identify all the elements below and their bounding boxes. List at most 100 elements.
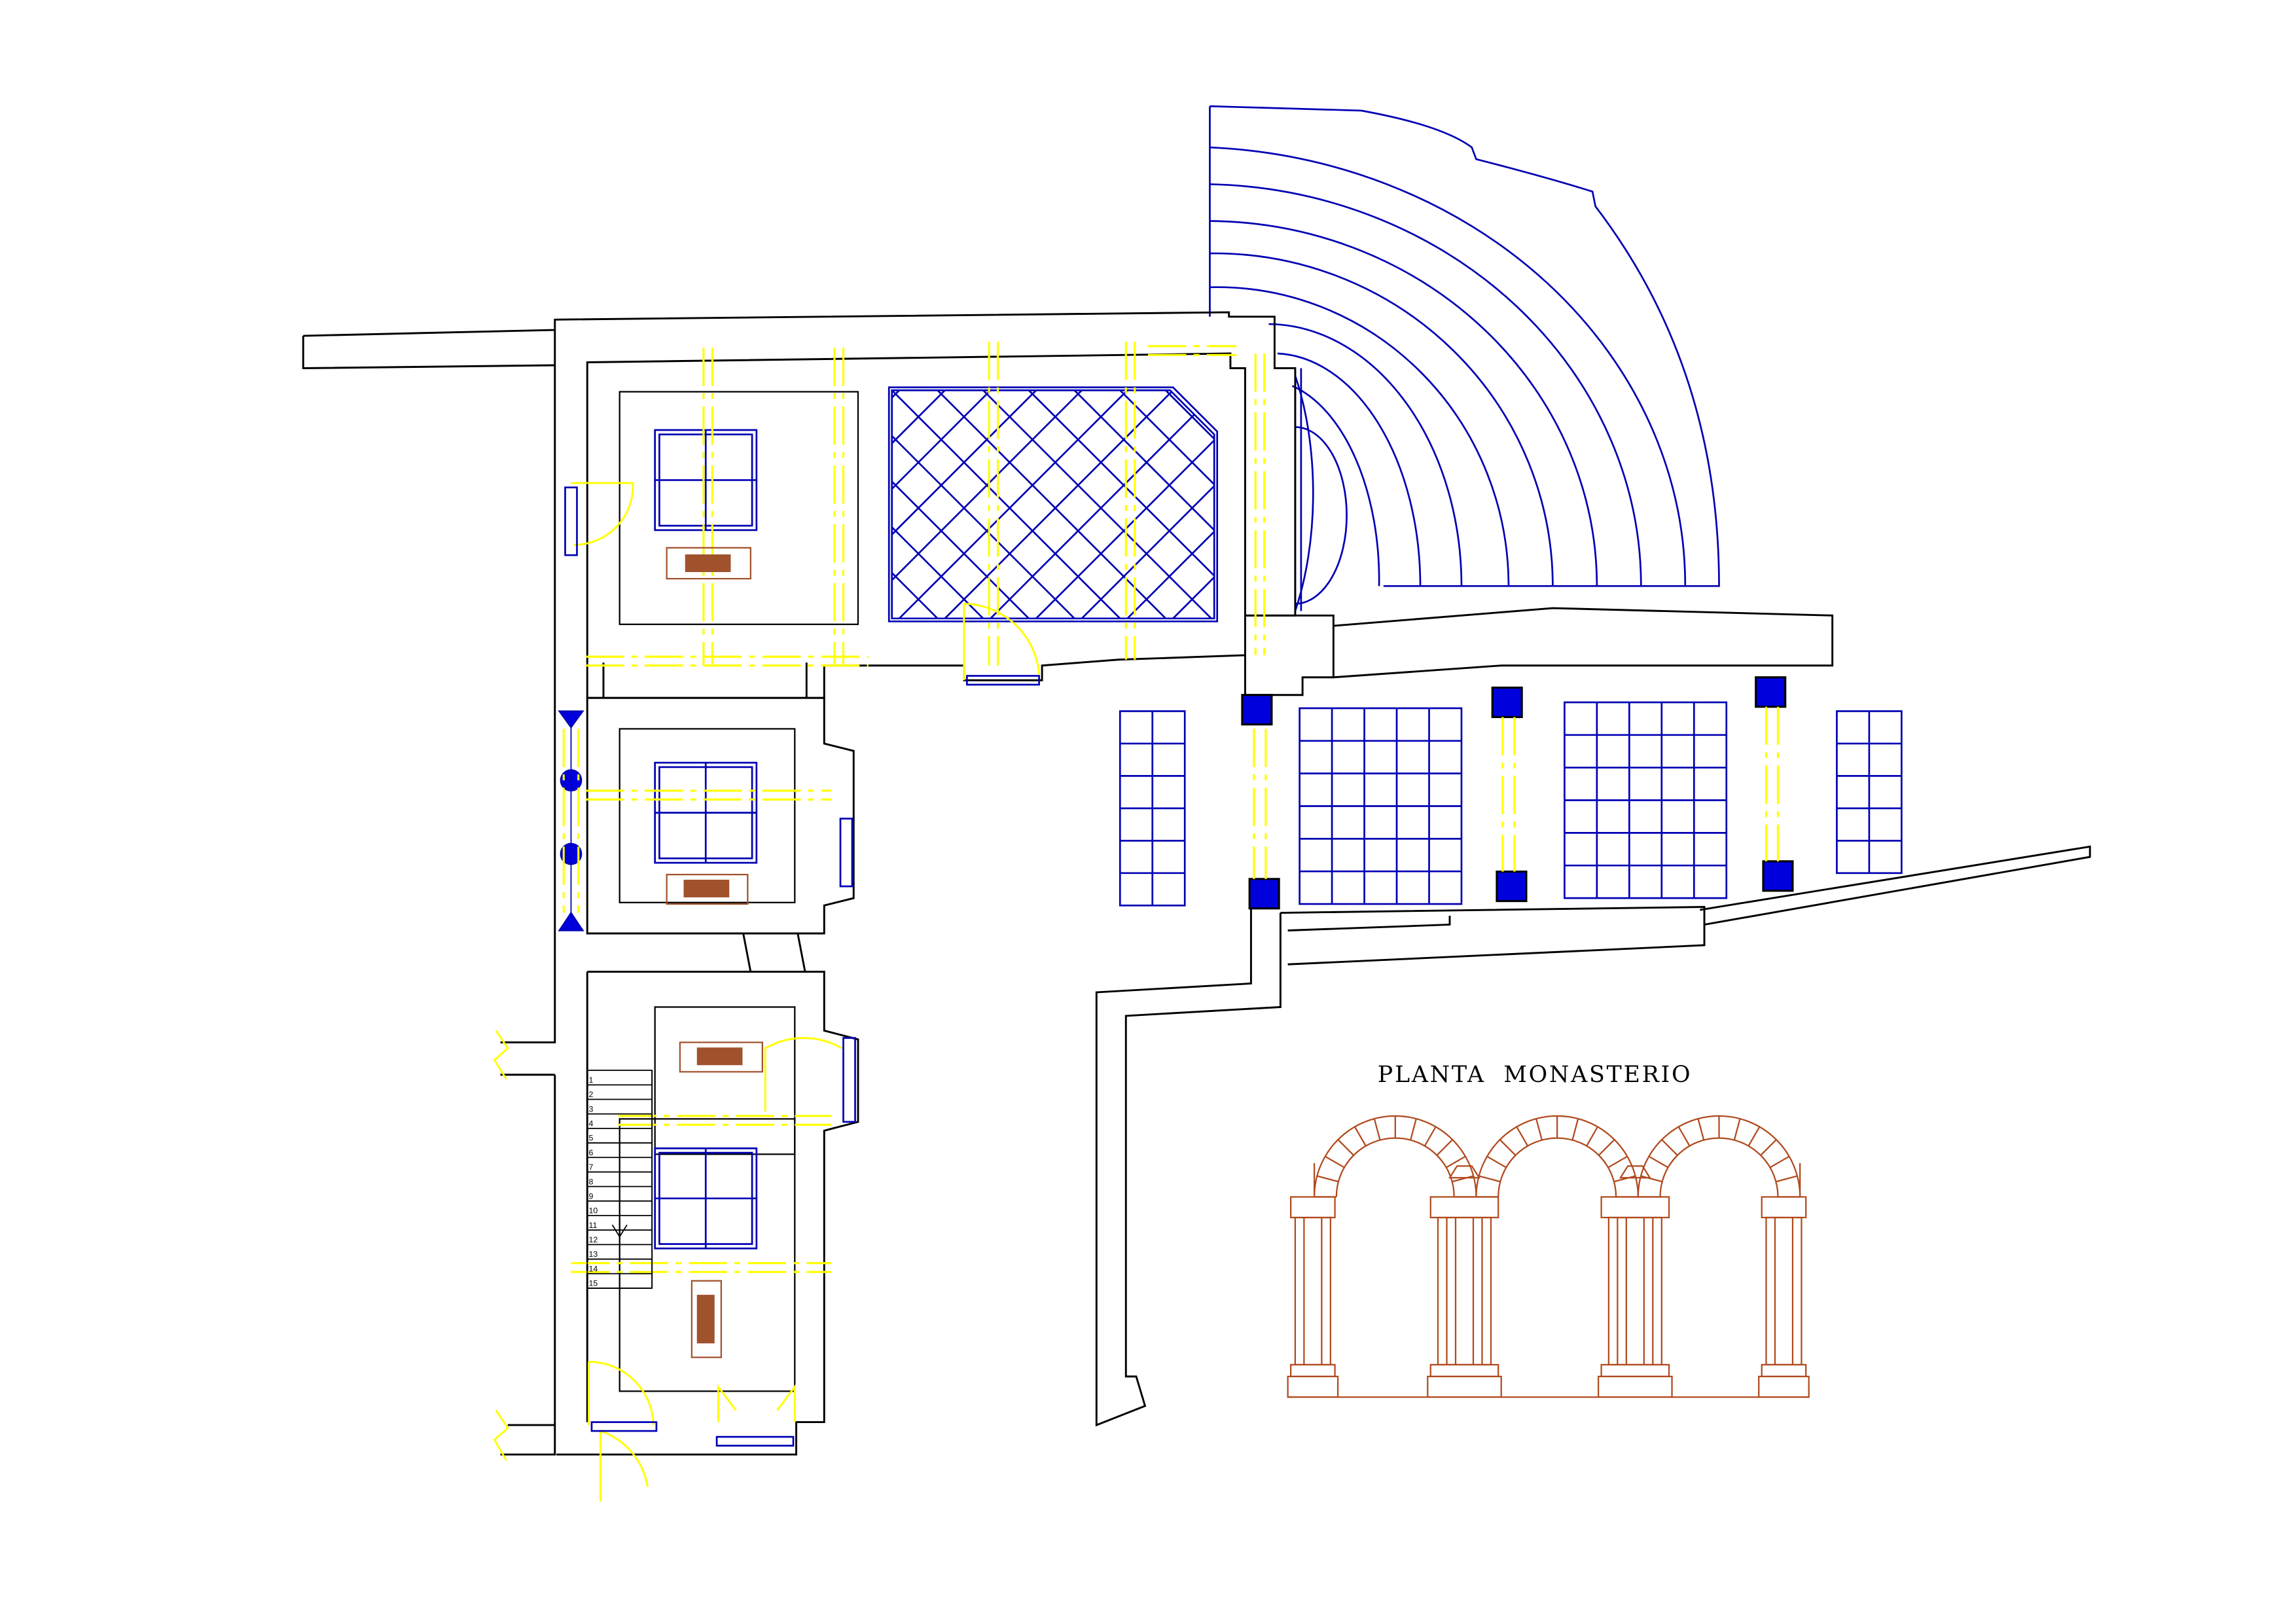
floor-patterns bbox=[527, 386, 1903, 1250]
amphitheatre-terrace bbox=[1277, 352, 1422, 586]
door-swing-icon bbox=[764, 1037, 842, 1112]
voussoir bbox=[1733, 1118, 1741, 1140]
amphitheatre-terrace bbox=[1210, 183, 1642, 586]
courtyard-grid-west bbox=[1119, 710, 1186, 907]
room-3-walls bbox=[556, 971, 859, 1456]
voussoir bbox=[1586, 1126, 1598, 1147]
stair-step-number: 3 bbox=[588, 1104, 593, 1113]
lattice-line bbox=[982, 390, 1215, 619]
amphitheatre-terrace bbox=[1210, 220, 1598, 586]
stair-step-number: 11 bbox=[588, 1221, 597, 1230]
lattice-line bbox=[891, 390, 1128, 619]
voussoir bbox=[1769, 1155, 1790, 1168]
stair-step-number: 4 bbox=[588, 1119, 593, 1128]
amphitheatre bbox=[1209, 105, 1720, 611]
floor-square-room-1 bbox=[654, 429, 758, 532]
voussoir bbox=[1354, 1126, 1367, 1147]
stair-step-number: 8 bbox=[588, 1177, 593, 1186]
stair-step-number: 15 bbox=[588, 1279, 598, 1288]
voussoir bbox=[1571, 1118, 1579, 1140]
amphitheatre-stage bbox=[1295, 426, 1348, 605]
door-swing-icon bbox=[963, 602, 1041, 681]
room-1-walls bbox=[586, 352, 1246, 699]
lattice-line bbox=[1576, 390, 1812, 626]
grating-room-3-lower bbox=[691, 1280, 722, 1358]
lattice-line bbox=[1073, 390, 1215, 619]
break-line-icon bbox=[493, 1030, 509, 1461]
voussoir bbox=[1424, 1126, 1437, 1147]
drawing-title: PLANTA MONASTERIO bbox=[1378, 1062, 1692, 1088]
voussoir bbox=[1677, 1126, 1691, 1147]
lattice-line bbox=[1028, 390, 1215, 619]
voussoir bbox=[1317, 1175, 1339, 1183]
corridor-walls bbox=[1244, 614, 1335, 696]
stair-step-number: 14 bbox=[588, 1264, 598, 1273]
column bbox=[1755, 676, 1787, 708]
staircase bbox=[586, 1070, 653, 1289]
lattice-line bbox=[527, 390, 762, 626]
lattice-line bbox=[891, 390, 946, 619]
column-capital bbox=[558, 911, 584, 931]
room-3-inner-lower bbox=[619, 1118, 796, 1392]
stair-step-number: 7 bbox=[588, 1163, 593, 1172]
amphitheatre-terrace bbox=[1210, 286, 1510, 586]
courtyard-grid-east bbox=[1836, 710, 1903, 875]
grating-room-3-upper bbox=[679, 1041, 763, 1073]
voussoir bbox=[1760, 1139, 1777, 1156]
lattice-line bbox=[891, 390, 992, 619]
walls bbox=[302, 311, 2091, 1456]
stair-step-number: 9 bbox=[588, 1191, 593, 1200]
structural-axes bbox=[562, 342, 1780, 1273]
column-capital bbox=[558, 710, 584, 729]
voussoir bbox=[1409, 1118, 1417, 1140]
lattice-line bbox=[1348, 390, 1584, 626]
lattice-line bbox=[891, 390, 946, 619]
voussoir bbox=[1436, 1139, 1454, 1156]
grating-room-2 bbox=[666, 873, 749, 905]
lattice-line bbox=[891, 390, 900, 619]
voussoir bbox=[1598, 1139, 1615, 1156]
arcade-elevation bbox=[1287, 1115, 1810, 1398]
lattice-line bbox=[1348, 390, 1584, 626]
amphitheatre-stage bbox=[1294, 375, 1314, 611]
floor-square-room-2 bbox=[654, 761, 758, 864]
lattice-line bbox=[1576, 390, 1812, 626]
door-frames bbox=[564, 486, 1040, 1447]
floor-square-room-3 bbox=[654, 1147, 758, 1250]
amphitheatre-terrace bbox=[1268, 323, 1463, 586]
lattice-line bbox=[891, 390, 900, 619]
lattice-line bbox=[1119, 390, 1215, 619]
lattice-line bbox=[1622, 390, 1857, 626]
east-corridor-walls bbox=[1333, 607, 1834, 679]
stair-step-number: 1 bbox=[588, 1075, 593, 1085]
stair-step-number: 2 bbox=[588, 1090, 593, 1099]
lattice-line bbox=[1257, 390, 1492, 626]
grating-room-1 bbox=[666, 547, 751, 580]
lattice-line bbox=[527, 390, 762, 626]
voussoir bbox=[1446, 1155, 1466, 1168]
stair-step-number: 6 bbox=[588, 1148, 593, 1157]
furniture bbox=[666, 547, 763, 1358]
lattice-line bbox=[1531, 390, 1767, 626]
west-wall bbox=[500, 330, 556, 1043]
lattice-line bbox=[1257, 390, 1492, 626]
diamond-lattice-floor bbox=[527, 386, 1857, 626]
amphitheatre-outer-boundary bbox=[1210, 105, 1720, 587]
voussoir bbox=[1373, 1118, 1381, 1140]
courtyard-grid-centre-left bbox=[1299, 707, 1463, 905]
stair-step-number: 13 bbox=[588, 1250, 598, 1259]
voussoir bbox=[1607, 1155, 1628, 1168]
lattice-line bbox=[1622, 390, 1857, 626]
voussoir bbox=[1661, 1139, 1678, 1156]
column bbox=[1762, 860, 1794, 892]
room-3-inner-upper bbox=[654, 1006, 796, 1155]
voussoir bbox=[1486, 1155, 1507, 1168]
voussoir bbox=[1325, 1155, 1345, 1168]
amphitheatre-terrace bbox=[1291, 385, 1380, 586]
room-2-inner bbox=[619, 728, 796, 903]
door-swing-icon bbox=[571, 482, 634, 546]
lattice-line bbox=[573, 390, 808, 626]
column bbox=[1241, 694, 1273, 726]
